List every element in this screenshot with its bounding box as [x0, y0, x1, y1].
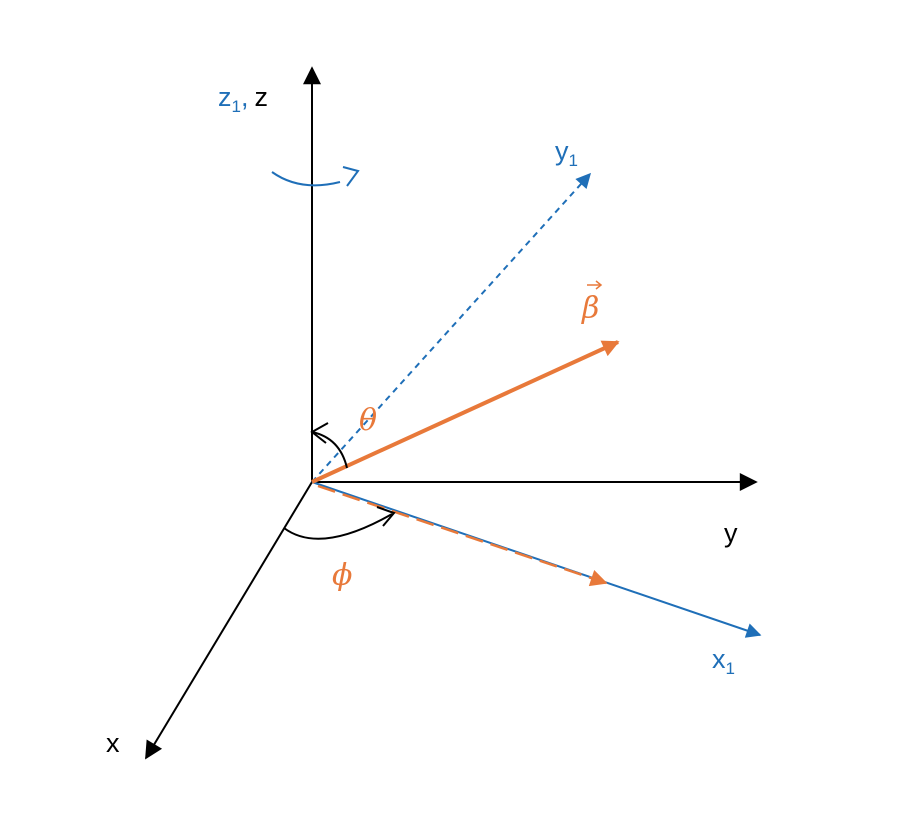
theta-label: θ — [359, 403, 377, 438]
rotation-arrowhead — [342, 166, 360, 187]
theta-arrowhead — [310, 422, 329, 444]
phi-arrowhead — [376, 506, 396, 527]
x-axis-label: x — [106, 728, 120, 758]
x1-axis-label: x1 — [712, 644, 735, 678]
x-axis-line — [145, 481, 313, 760]
beta-vector-mark-head — [595, 280, 603, 290]
rotation-arc — [271, 171, 341, 187]
beta-vector — [311, 340, 620, 484]
theta-arc — [311, 431, 348, 469]
beta-label: β — [581, 291, 599, 326]
z-axis-label: z1,z — [218, 82, 268, 116]
phi-arc — [283, 513, 393, 540]
phi-label: ϕ — [332, 558, 352, 593]
y1-axis-label: y1 — [555, 136, 578, 170]
y-axis-label: y — [724, 518, 738, 548]
y1-axis-line — [311, 172, 592, 483]
x1-axis-line — [311, 481, 762, 638]
